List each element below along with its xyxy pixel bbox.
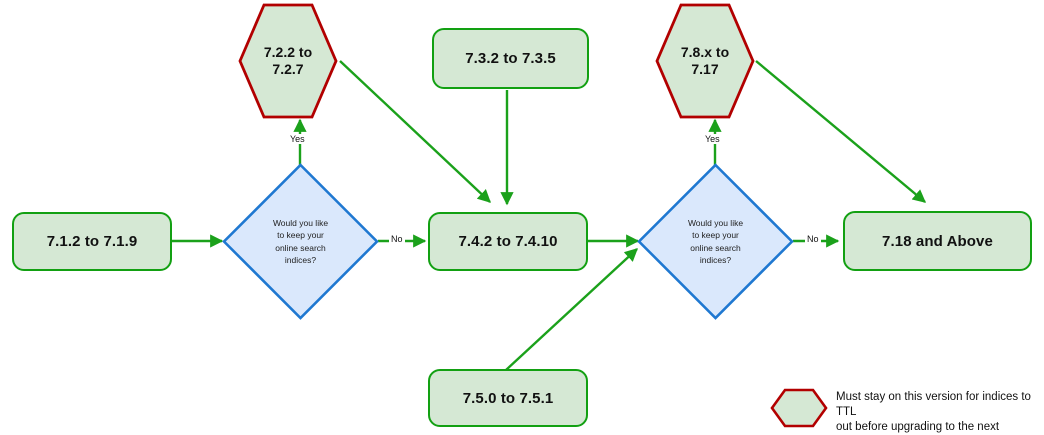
decision-two-shape — [637, 163, 794, 320]
edge-label-no-two: No — [805, 234, 821, 244]
node-hex-7-8-x-label: 7.8.x to 7.17 — [680, 43, 730, 77]
node-box-7-5-0-label: 7.5.0 to 7.5.1 — [462, 389, 554, 407]
node-box-7-18[interactable]: 7.18 and Above — [843, 211, 1032, 271]
legend-text: Must stay on this version for indices to… — [836, 391, 1031, 434]
node-hex-7-8-x[interactable]: 7.8.x to 7.17 — [655, 3, 755, 119]
node-start-7-1-2[interactable]: 7.1.2 to 7.1.9 — [12, 212, 172, 271]
hex-7-2-2-shape — [238, 3, 338, 119]
edge-label-yes-one: Yes — [288, 134, 307, 144]
node-decision-one-label: Would you like to keep your online searc… — [272, 217, 329, 265]
node-start-label: 7.1.2 to 7.1.9 — [46, 233, 138, 250]
decision-one-shape — [222, 163, 379, 320]
node-box-7-18-label: 7.18 and Above — [882, 232, 993, 250]
node-box-7-5-0[interactable]: 7.5.0 to 7.5.1 — [428, 369, 588, 427]
node-box-7-4-2[interactable]: 7.4.2 to 7.4.10 — [428, 212, 588, 271]
node-decision-two[interactable]: Would you like to keep your online searc… — [637, 163, 794, 320]
node-box-7-4-2-label: 7.4.2 to 7.4.10 — [458, 233, 558, 250]
node-decision-two-label: Would you like to keep your online searc… — [687, 217, 744, 265]
node-hex-7-2-2[interactable]: 7.2.2 to 7.2.7 — [238, 3, 338, 119]
edge-label-yes-two: Yes — [703, 134, 722, 144]
node-box-7-3-2-label: 7.3.2 to 7.3.5 — [465, 50, 556, 67]
node-hex-7-2-2-label: 7.2.2 to 7.2.7 — [263, 43, 313, 77]
legend: Must stay on this version for indices to… — [770, 388, 1035, 433]
edge-label-no-one: No — [389, 234, 405, 244]
node-box-7-3-2[interactable]: 7.3.2 to 7.3.5 — [432, 28, 589, 89]
hex-7-8-x-shape — [655, 3, 755, 119]
node-decision-one[interactable]: Would you like to keep your online searc… — [222, 163, 379, 320]
legend-hexagon-icon — [770, 388, 828, 428]
